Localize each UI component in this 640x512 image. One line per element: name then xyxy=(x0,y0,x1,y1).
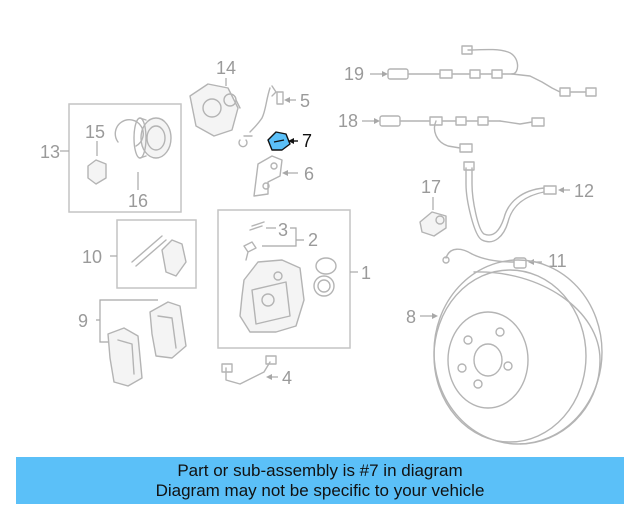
part-14-hub: 14 xyxy=(189,58,253,148)
part-16-snap-ring xyxy=(114,119,144,147)
part-12-brake-hose: 12 xyxy=(463,161,594,243)
info-banner: Part or sub-assembly is #7 in diagram Di… xyxy=(16,457,624,504)
part-7-clip: 7 xyxy=(267,131,312,151)
part-1-box xyxy=(217,209,351,349)
part-15-nut xyxy=(87,159,107,185)
part-17-abs-sensor: 17 xyxy=(419,177,447,237)
label-16: 16 xyxy=(128,191,148,211)
part-10-box xyxy=(116,219,197,289)
part-group-10: 10 xyxy=(82,219,197,289)
part-11-wire: 11 xyxy=(442,248,567,271)
label-17: 17 xyxy=(421,177,441,197)
label-15: 15 xyxy=(85,122,105,142)
part-19-wear-sensor: 19 xyxy=(344,45,597,97)
label-8: 8 xyxy=(406,307,416,327)
label-6: 6 xyxy=(304,164,314,184)
label-19: 19 xyxy=(344,64,364,84)
part-9-pads: 9 xyxy=(78,299,187,387)
label-9: 9 xyxy=(78,311,88,331)
part-18-wear-sensor: 18 xyxy=(338,111,545,153)
label-7: 7 xyxy=(302,131,312,151)
part-4-brake-line: 4 xyxy=(221,355,292,388)
part-group-13: 13 16 15 xyxy=(40,103,182,213)
label-13: 13 xyxy=(40,142,60,162)
part-13-box xyxy=(68,103,182,213)
label-4: 4 xyxy=(282,368,292,388)
part-8-rotor: 8 xyxy=(406,259,603,445)
part-group-1: 1 xyxy=(217,209,371,349)
label-14: 14 xyxy=(216,58,236,78)
label-10: 10 xyxy=(82,247,102,267)
label-11: 11 xyxy=(548,251,567,271)
part-bearing xyxy=(133,117,172,159)
label-18: 18 xyxy=(338,111,358,131)
part-5-brake-line: 5 xyxy=(249,85,310,133)
part-6-bracket: 6 xyxy=(253,155,314,197)
label-1: 1 xyxy=(361,263,371,283)
part-3-2-bolts: 3 2 xyxy=(243,220,318,261)
label-3: 3 xyxy=(278,220,288,240)
banner-line-2: Diagram may not be specific to your vehi… xyxy=(155,480,485,500)
label-12: 12 xyxy=(574,181,594,201)
banner-line-1: Part or sub-assembly is #7 in diagram xyxy=(177,460,463,480)
label-2: 2 xyxy=(308,230,318,250)
label-5: 5 xyxy=(300,91,310,111)
